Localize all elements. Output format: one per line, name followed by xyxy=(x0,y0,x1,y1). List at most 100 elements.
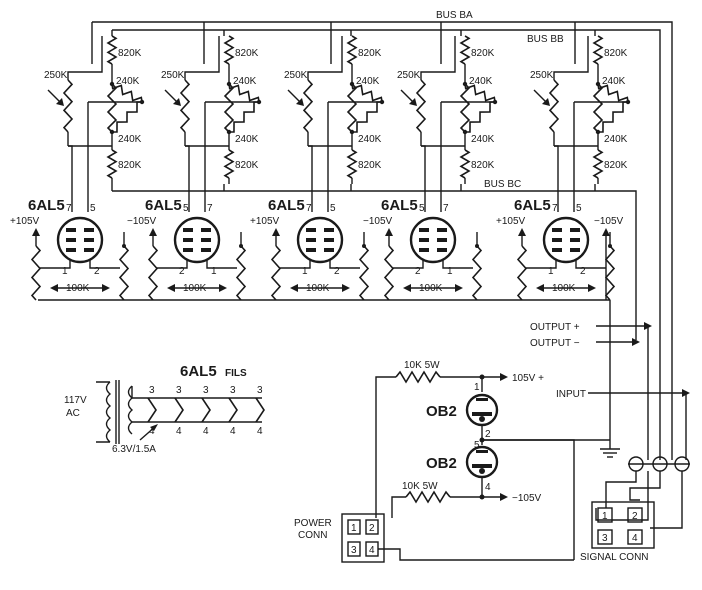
load-right xyxy=(118,245,130,301)
ob2-pin-2: 2 xyxy=(485,429,491,440)
fil-pin-bot: 4 xyxy=(149,426,155,437)
power-pin-2: 2 xyxy=(369,523,375,534)
resistor-820k-top xyxy=(592,35,604,65)
supply-rtop-label: 10K 5W xyxy=(404,360,440,371)
resistor-820k-bot xyxy=(592,149,604,179)
tube-label: 6AL5 xyxy=(28,197,65,214)
load-right xyxy=(604,245,616,301)
supply-label: +105V xyxy=(10,216,40,227)
resistor-820k-bot xyxy=(106,149,118,179)
fil-pin-bot: 4 xyxy=(230,426,236,437)
resistor-240k-bot xyxy=(464,101,496,133)
fil-pin-bot: 4 xyxy=(257,426,263,437)
ob2-bot-label: OB2 xyxy=(426,455,457,472)
supply-label: +105V xyxy=(496,216,526,227)
resistor-240k-top xyxy=(464,83,496,103)
fil-pin-bot: 4 xyxy=(203,426,209,437)
supply-section: 10K 5W 105V + OB2 1 2 5 OB2 4 10K 5W −10… xyxy=(294,360,610,563)
tube-pin-bot-left: 2 xyxy=(415,266,421,277)
signal-pin-2: 2 xyxy=(632,511,638,522)
r820k-bot-label: 820K xyxy=(471,160,495,171)
r820k-bot-label: 820K xyxy=(118,160,142,171)
fil-pin-top: 3 xyxy=(176,385,182,396)
r820k-top-label: 820K xyxy=(235,48,259,59)
resistor-820k-top xyxy=(459,35,471,65)
pot-250k xyxy=(548,79,560,133)
tube-envelope xyxy=(56,216,104,264)
r240k-bot-label: 240K xyxy=(118,134,142,145)
supply-label: +105V xyxy=(250,216,280,227)
tube-pin-top-right: 5 xyxy=(90,203,96,214)
tube-pin-bot-right: 2 xyxy=(334,266,340,277)
power-pin-1: 1 xyxy=(351,523,357,534)
r240k-top-label: 240K xyxy=(116,76,140,87)
pot-250k-label: 250K xyxy=(161,70,185,81)
bus-bc-label: BUS BC xyxy=(484,179,521,190)
extra-supply-label: −105V xyxy=(594,216,624,227)
r240k-bot-label: 240K xyxy=(604,134,628,145)
tube-label: 6AL5 xyxy=(381,197,418,214)
resistor-240k-bot xyxy=(111,101,143,133)
tube-pin-bot-right: 2 xyxy=(94,266,100,277)
tube-pin-top-left: 5 xyxy=(419,203,425,214)
primary-ac: AC xyxy=(66,408,80,419)
ob2-pin-4: 4 xyxy=(485,482,491,493)
tube-pin-bot-left: 1 xyxy=(302,266,308,277)
tube-pin-bot-left: 2 xyxy=(179,266,185,277)
r240k-bot-label: 240K xyxy=(235,134,259,145)
ob2-pin-1: 1 xyxy=(474,382,480,393)
load-left xyxy=(30,245,42,301)
r820k-top-label: 820K xyxy=(471,48,495,59)
resistor-820k-mid xyxy=(346,83,358,133)
secondary-label: 6.3V/1.5A xyxy=(112,444,156,455)
tube-pin-top-left: 7 xyxy=(552,203,558,214)
resistor-240k-bot xyxy=(228,101,260,133)
resistor-240k-bot xyxy=(597,101,629,133)
load-left xyxy=(270,245,282,301)
power-conn-label-1: POWER xyxy=(294,518,332,529)
tube-pin-top-right: 5 xyxy=(576,203,582,214)
fil-pin-bot: 4 xyxy=(176,426,182,437)
resistor-820k-top xyxy=(346,35,358,65)
r240k-top-label: 240K xyxy=(233,76,257,87)
signal-pin-3: 3 xyxy=(602,533,608,544)
signal-connector: 1 2 3 4 SIGNAL CONN xyxy=(580,501,655,563)
resistor-820k-mid xyxy=(592,83,604,133)
io-lines: OUTPUT + OUTPUT − INPUT xyxy=(530,322,690,529)
resistor-820k-mid xyxy=(106,83,118,133)
r820k-top-label: 820K xyxy=(358,48,382,59)
supply-label: −105V xyxy=(127,216,157,227)
tube-plate-left xyxy=(183,228,193,232)
resistor-820k-bot xyxy=(459,149,471,179)
pot-250k xyxy=(415,79,427,133)
load-label: 100K xyxy=(183,283,207,294)
bus-bb-label: BUS BB xyxy=(527,34,564,45)
pot-250k-label: 250K xyxy=(530,70,554,81)
load-left xyxy=(147,245,159,301)
resistor-820k-top xyxy=(106,35,118,65)
r820k-bot-label: 820K xyxy=(235,160,259,171)
power-conn-label-2: CONN xyxy=(298,530,327,541)
tube-pin-top-right: 7 xyxy=(207,203,213,214)
fil-pin-top: 3 xyxy=(257,385,263,396)
tube-pin-top-right: 7 xyxy=(443,203,449,214)
fils-sub: FILS xyxy=(225,368,247,379)
resistor-240k-top xyxy=(351,83,383,103)
resistor-820k-mid xyxy=(223,83,235,133)
tube-pin-top-right: 5 xyxy=(330,203,336,214)
pot-250k-label: 250K xyxy=(44,70,68,81)
tube-pin-top-left: 7 xyxy=(306,203,312,214)
resistor-820k-mid xyxy=(459,83,471,133)
resistor-820k-top xyxy=(223,35,235,65)
tube-pin-bot-right: 1 xyxy=(447,266,453,277)
load-right xyxy=(471,245,483,301)
power-pin-4: 4 xyxy=(369,545,375,556)
load-left xyxy=(516,245,528,301)
pot-250k xyxy=(62,79,74,133)
r240k-top-label: 240K xyxy=(602,76,626,87)
tube-plate-right xyxy=(84,228,94,232)
output-minus-label: OUTPUT − xyxy=(530,338,580,349)
input-label: INPUT xyxy=(556,389,586,400)
